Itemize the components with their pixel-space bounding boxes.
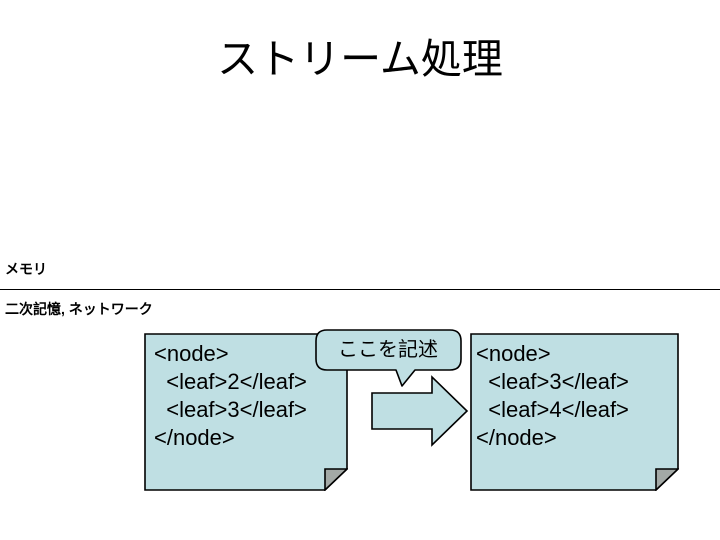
storage-band-label: 二次記憶, ネットワーク [5, 301, 153, 317]
memory-band-label: メモリ [5, 261, 47, 277]
speech-bubble-icon [315, 329, 462, 387]
callout-bubble: ここを記述 [314, 328, 466, 390]
document-shape-icon [144, 333, 348, 491]
band-divider [0, 289, 720, 290]
document-shape-icon [470, 333, 679, 491]
page-title: ストリーム処理 [217, 36, 503, 82]
process-arrow [366, 372, 472, 450]
arrow-right-icon [371, 375, 469, 447]
output-document[interactable]: <node> <leaf>3</leaf> <leaf>4</leaf> </n… [470, 333, 679, 491]
